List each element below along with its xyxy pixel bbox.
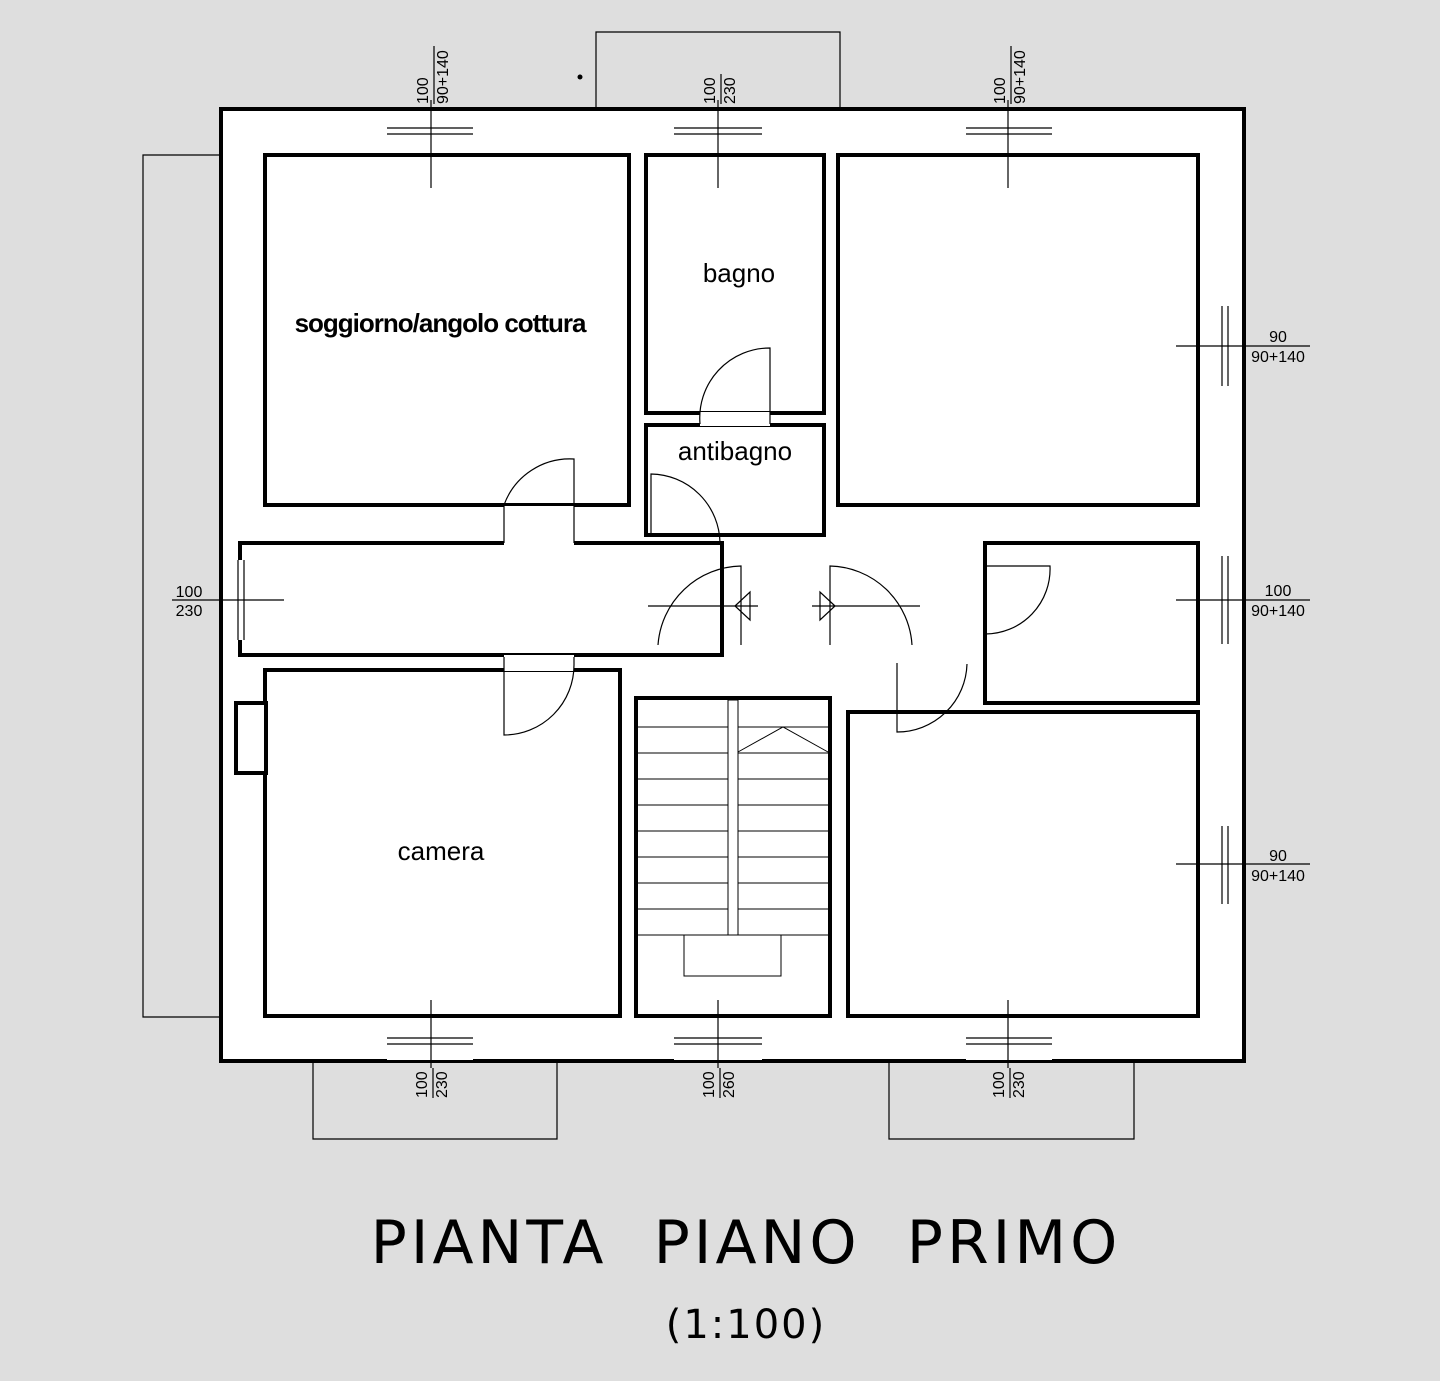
- dim-top-right-b: 90+140: [1012, 50, 1029, 104]
- dim-top-right-a: 100: [992, 77, 1009, 104]
- wall-top-right: [836, 153, 1200, 507]
- room-bottom-right: [848, 712, 1198, 1016]
- plan-title: PIANTA PIANO PRIMO: [371, 1208, 1122, 1278]
- balconies: [142, 31, 1135, 1140]
- dim-bottom-right-b: 230: [1011, 1071, 1028, 1098]
- dim-top-left-b: 90+140: [435, 50, 452, 104]
- label-antibath: antibagno: [678, 436, 792, 466]
- label-bedroom: camera: [398, 836, 485, 866]
- openings: [172, 100, 1310, 1068]
- door-closet: [984, 565, 1051, 635]
- dim-right-upper-b: 90+140: [1251, 349, 1305, 366]
- dim-top-left-a: 100: [415, 77, 432, 104]
- room-bath: [646, 155, 824, 413]
- dim-top-center-b: 230: [722, 77, 739, 104]
- dim-right-lower-a: 90: [1269, 848, 1287, 865]
- room-bedroom: [265, 670, 620, 1016]
- dim-right-upper-a: 90: [1269, 329, 1287, 346]
- reference-dot: [577, 74, 583, 80]
- wall-bedroom: [263, 668, 622, 1018]
- door-entry-right: [829, 565, 913, 646]
- wall-living: [263, 153, 631, 507]
- label-bath: bagno: [703, 258, 775, 288]
- balcony-bottom-right: [888, 1062, 1135, 1140]
- plan-scale: (1:100): [666, 1302, 826, 1348]
- landing: [740, 543, 830, 655]
- corridor-left: [240, 543, 722, 655]
- stairs: [638, 699, 829, 977]
- room-antibath: [646, 425, 824, 535]
- walls: [219, 107, 1246, 1063]
- door-bath: [699, 347, 771, 425]
- opening-bottom-right: [966, 1018, 1052, 1060]
- room-living: [265, 155, 629, 505]
- dim-left-b: 230: [176, 603, 203, 620]
- balcony-left: [142, 154, 220, 1018]
- door-bedroom: [503, 657, 575, 736]
- dim-bottom-center-b: 260: [721, 1071, 738, 1098]
- dim-bottom-center-a: 100: [701, 1071, 718, 1098]
- label-living: soggiorno/angolo cottura: [295, 308, 587, 338]
- wall-stair: [634, 696, 832, 1018]
- room-closet: [985, 543, 1198, 703]
- dim-bottom-left-b: 230: [434, 1071, 451, 1098]
- door-entry-left: [657, 565, 742, 646]
- door-antibath: [650, 473, 721, 544]
- opening-top-left: [387, 111, 473, 153]
- dim-left-a: 100: [176, 584, 203, 601]
- dim-bottom-right-a: 100: [991, 1071, 1008, 1098]
- dimension-labels: 100 90+140 100 230 100 90+140 100 230 10…: [176, 46, 1305, 1098]
- opening-right-lower: [1200, 826, 1242, 904]
- corridor-right: [848, 543, 978, 655]
- wall-closet: [983, 541, 1200, 705]
- door-bottom-right: [896, 663, 968, 733]
- dim-right-lower-b: 90+140: [1251, 868, 1305, 885]
- opening-top-right: [966, 111, 1052, 153]
- balcony-bottom-left: [312, 1062, 558, 1140]
- dim-right-middle-b: 90+140: [1251, 603, 1305, 620]
- opening-bottom-left: [387, 1018, 473, 1060]
- room-labels: soggiorno/angolo cottura bagno antibagno…: [295, 258, 793, 866]
- doors: [503, 347, 1051, 736]
- balcony-top: [595, 31, 841, 108]
- room-top-right: [838, 155, 1198, 505]
- chimney-notch: [234, 701, 268, 775]
- dim-top-center-a: 100: [702, 77, 719, 104]
- door-living: [503, 458, 575, 543]
- dim-bottom-left-a: 100: [414, 1071, 431, 1098]
- dim-right-middle-a: 100: [1265, 583, 1292, 600]
